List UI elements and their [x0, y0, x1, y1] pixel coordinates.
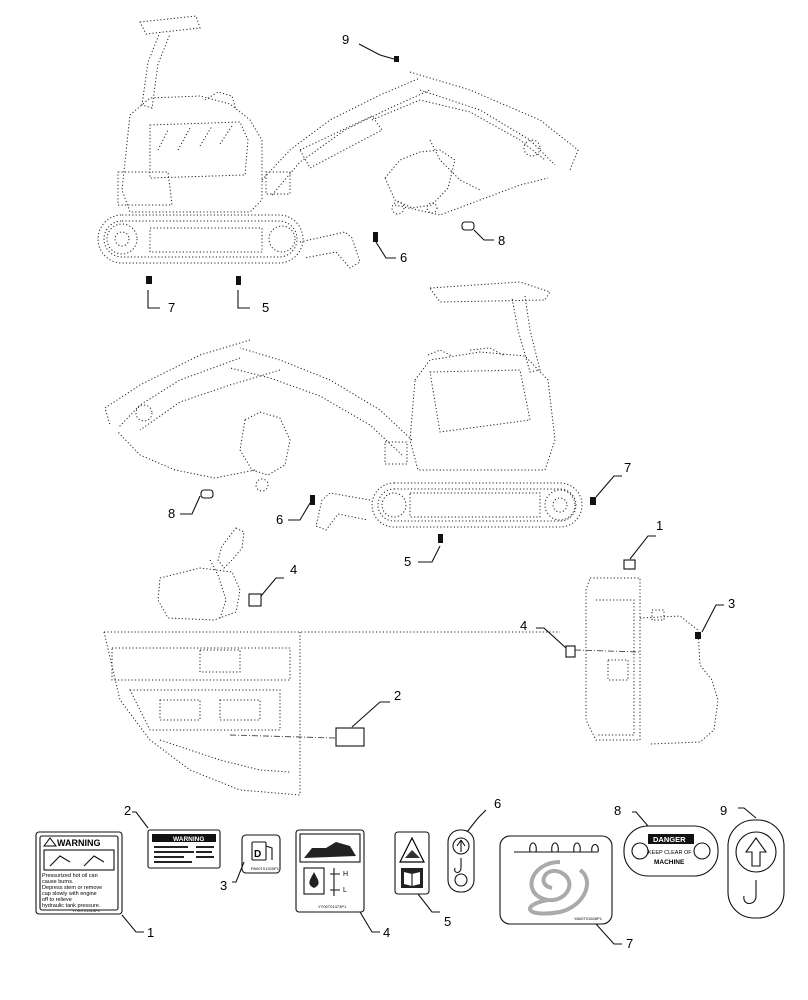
- leaders-middle: [180, 475, 622, 563]
- decal-danger: DANGER KEEP CLEAR OF MACHINE: [623, 811, 719, 877]
- callout-decal-2: 2: [124, 803, 131, 818]
- panel-detail: [103, 631, 560, 796]
- callout-tank-3: 3: [728, 596, 735, 611]
- callout-decal-8: 8: [614, 803, 621, 818]
- decal1-header: WARNING: [57, 838, 101, 848]
- callout-top-9: 9: [342, 32, 349, 47]
- decal3-part-no: PA00T01320P1: [251, 866, 280, 871]
- callout-top-8: 8: [498, 233, 505, 248]
- decal-lift-hook-large: [727, 807, 785, 919]
- callout-mid-5: 5: [404, 554, 411, 569]
- decal-lift-hook-small: [447, 809, 487, 893]
- decal8-line-2: MACHINE: [654, 859, 685, 866]
- callout-mid-8: 8: [168, 506, 175, 521]
- callout-tank-1: 1: [656, 518, 663, 533]
- decal-crush-manual: [394, 831, 440, 913]
- decal7-part-no: YA00T01606P1: [574, 916, 603, 921]
- callout-decal-4: 4: [383, 925, 390, 940]
- decal-hydraulic-level: H L YY00T01373P1: [295, 829, 380, 933]
- callout-top-6: 6: [400, 250, 407, 265]
- decal2-header: WARNING: [173, 836, 204, 843]
- callout-decal-9: 9: [720, 803, 727, 818]
- decal-tie-down: YA00T01606P1: [499, 835, 622, 945]
- excavator-view-top: [97, 15, 579, 285]
- callout-decal-1: 1: [147, 925, 154, 940]
- decal1-line-3: Depress stem or remove: [42, 885, 102, 891]
- excavator-view-middle: [104, 281, 596, 543]
- decal4-part-no: YY00T01373P1: [318, 904, 347, 909]
- callout-decal-6: 6: [494, 796, 501, 811]
- callout-top-7: 7: [168, 300, 175, 315]
- decal4-letter-l: L: [343, 887, 347, 894]
- decal1-line-4: cap slowly with engine: [42, 891, 97, 897]
- callout-mid-7: 7: [624, 460, 631, 475]
- decal8-header: DANGER: [653, 835, 686, 844]
- callout-decal-5: 5: [444, 914, 451, 929]
- tank-detail: [536, 535, 724, 745]
- callout-decal-3: 3: [220, 878, 227, 893]
- callout-panel-2: 2: [394, 688, 401, 703]
- leaders-top: [147, 43, 494, 309]
- decal1-line-2: cause burns.: [42, 879, 74, 885]
- decal1-line-5: off to relieve: [42, 897, 72, 903]
- callout-bucket-4: 4: [290, 562, 297, 577]
- decal4-letter-h: H: [343, 871, 348, 878]
- decal1-line-1: Pressurized hot oil can: [42, 873, 98, 879]
- bucket-detail: [157, 527, 284, 621]
- decal-warning-small: WARNING: [132, 811, 221, 869]
- callout-mid-6: 6: [276, 512, 283, 527]
- callout-tank-4: 4: [520, 618, 527, 633]
- decal1-line-6: hydraulic tank pressure.: [42, 903, 101, 909]
- decal1-part-no: YT00T01414P1: [72, 908, 101, 913]
- decal-fuel: D PA00T01320P1: [232, 834, 281, 883]
- decal8-line-1: KEEP CLEAR OF: [648, 850, 692, 856]
- callout-top-5: 5: [262, 300, 269, 315]
- decal-warning-hot-oil: WARNING Pressurized hot oil can cause bu…: [35, 831, 144, 933]
- fuel-icon: D: [254, 849, 261, 860]
- callout-decal-7: 7: [626, 936, 633, 951]
